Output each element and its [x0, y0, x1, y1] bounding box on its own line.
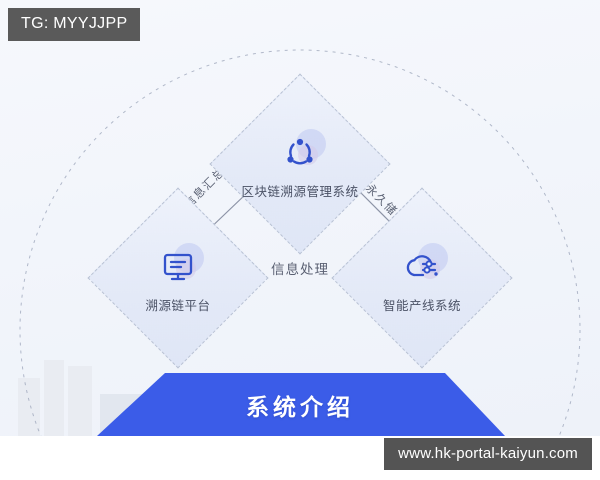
icon-blob-decoration	[296, 128, 326, 159]
node-label-traceability-platform: 溯源链平台	[145, 298, 211, 313]
site-watermark-badge: www.hk-portal-kaiyun.com	[384, 438, 592, 470]
icon-blob-decoration	[298, 144, 318, 165]
center-caption: 信息处理	[271, 262, 329, 277]
tag-watermark-badge: TG: MYYJJPP	[8, 8, 141, 41]
banner-title: 系统介绍	[246, 394, 354, 420]
node-label-smart-production-line: 智能产线系统	[382, 298, 461, 313]
share-network-icon	[272, 128, 328, 175]
node-label-blockchain-traceability: 区块链溯源管理系统	[241, 184, 359, 199]
